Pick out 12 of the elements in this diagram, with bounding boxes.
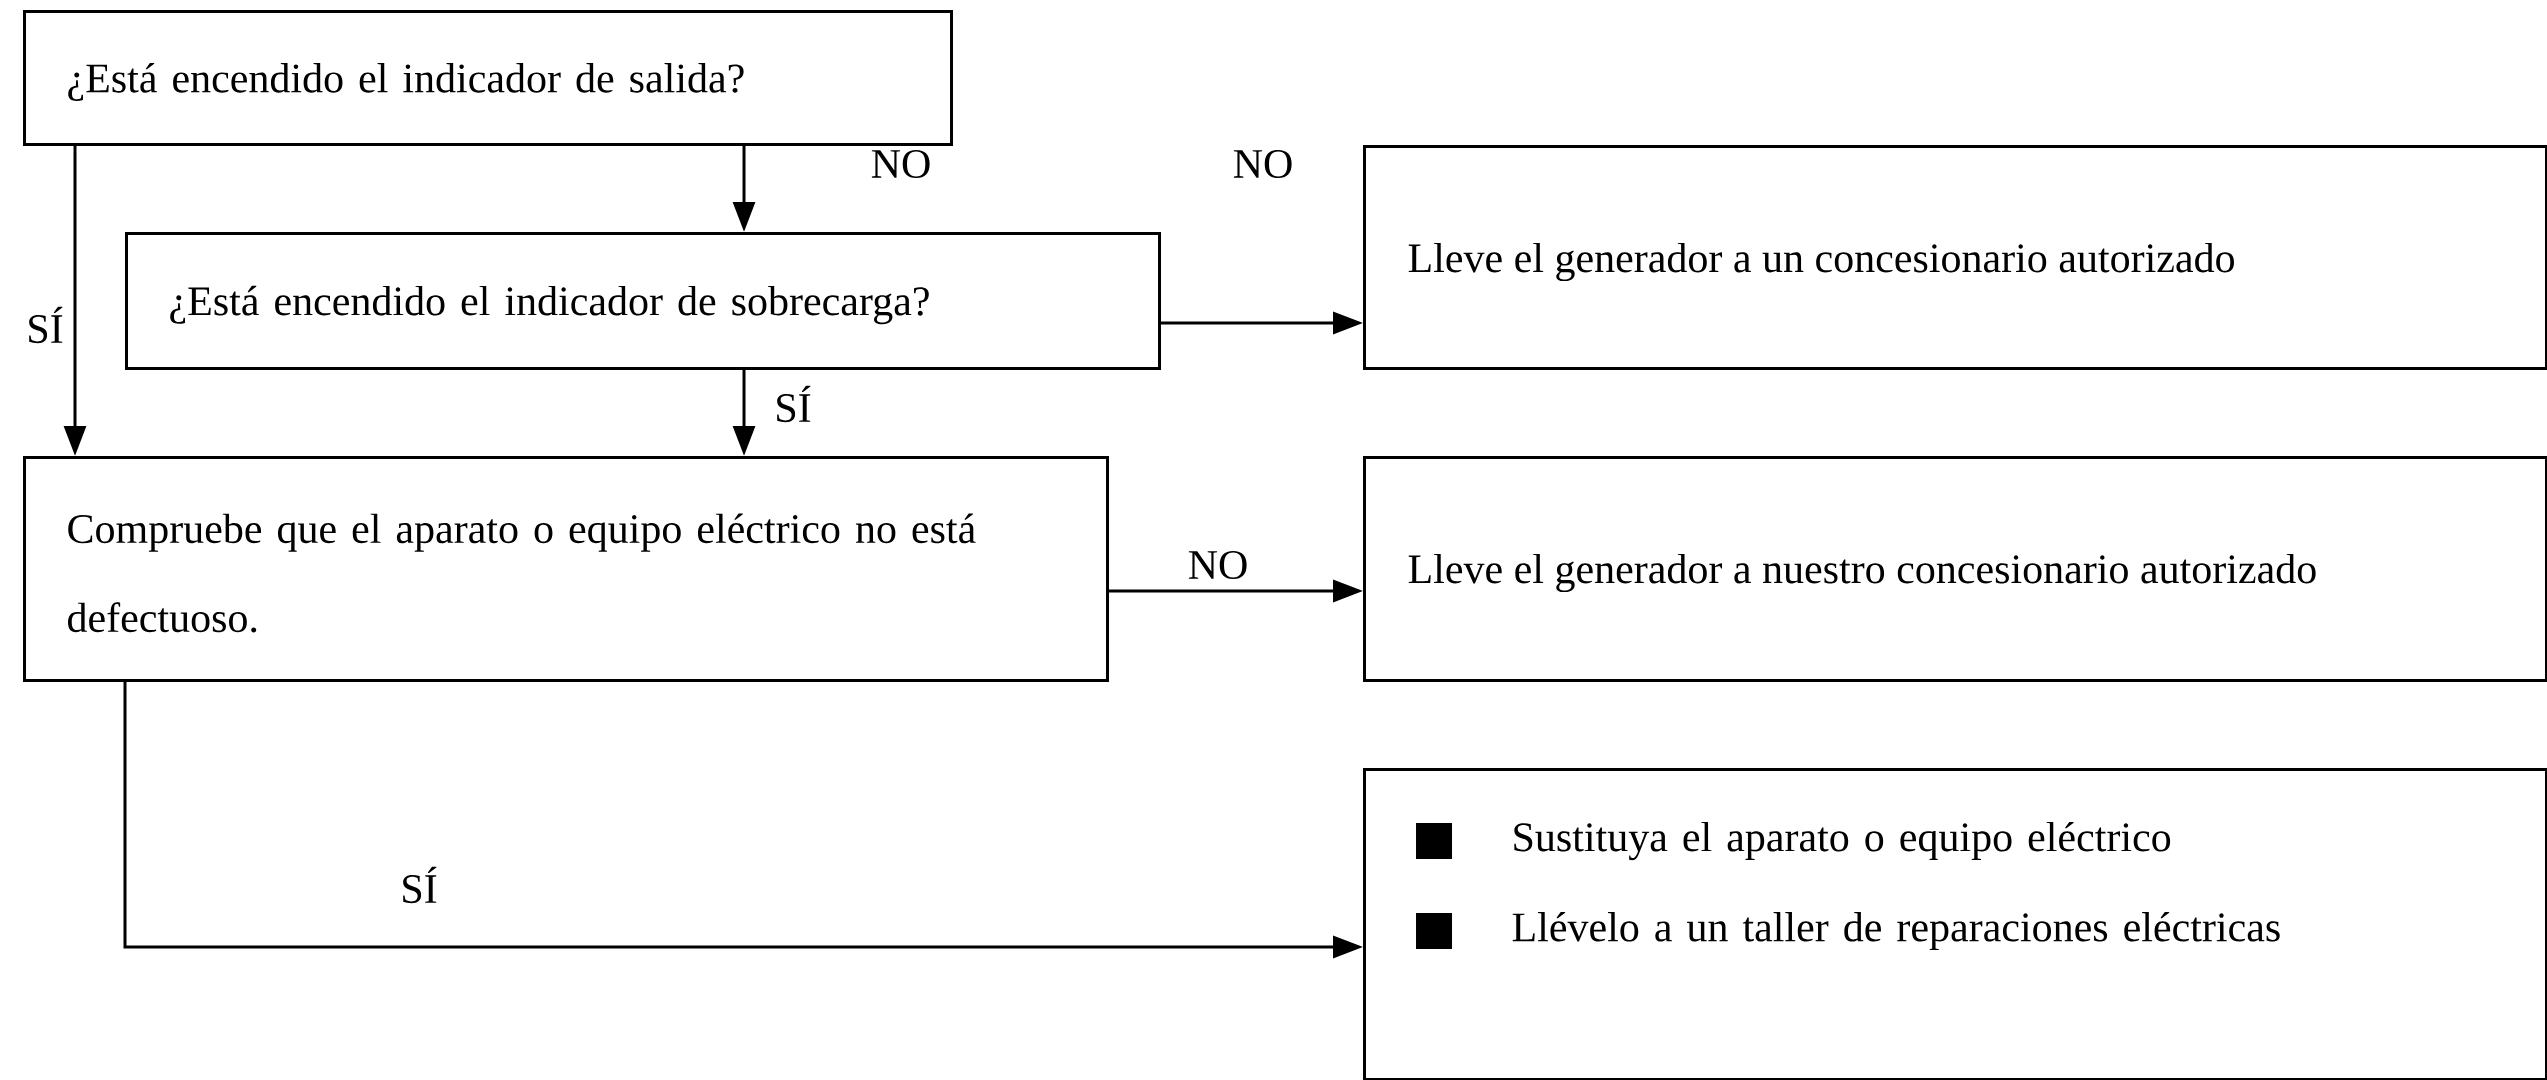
process-box: Lleve el generador a un concesionario autorizado (1363, 145, 2547, 370)
edge-label: NO (868, 147, 934, 181)
edge-label: SÍ (772, 383, 814, 425)
process-box: ¿Está encendido el indicador de salida? (23, 10, 953, 146)
edge-label: NO (1185, 548, 1251, 582)
process-box: Sustituya el aparato o equipo eléctrico Llévelo a un taller de reparaciones eléctricas (1363, 768, 2547, 1080)
process-box: Lleve el generador a nuestro concesionario autorizado (1363, 456, 2547, 682)
process-box: Compruebe que el aparato o equipo eléctrico no está defectuoso. (23, 456, 1109, 682)
edge-label: SÍ (398, 864, 440, 906)
process-box: ¿Está encendido el indicador de sobrecarga? (125, 232, 1161, 370)
edge-label: NO (1230, 147, 1296, 181)
edge-label: SÍ (24, 304, 66, 346)
